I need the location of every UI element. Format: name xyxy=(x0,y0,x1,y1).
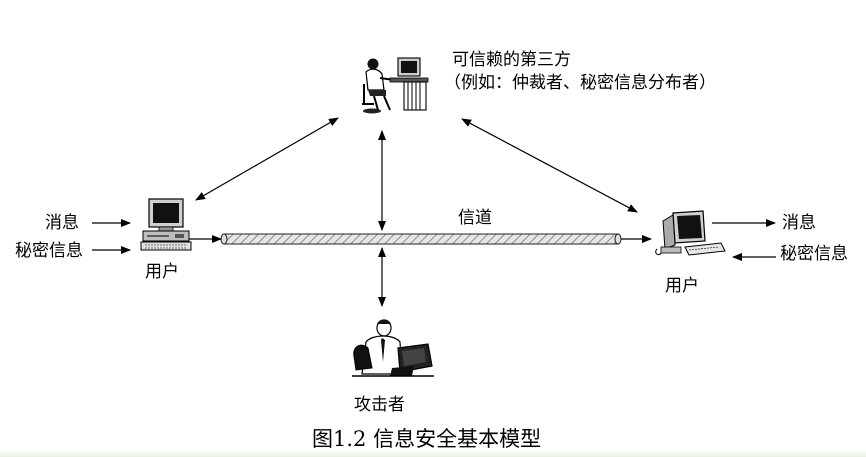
sender-label: 用户 xyxy=(145,262,179,282)
receiver-label: 用户 xyxy=(665,276,699,296)
receiver-output-message: 消息 xyxy=(782,213,816,233)
attacker-icon xyxy=(352,319,434,377)
sender-computer-icon xyxy=(140,198,192,251)
trusted-third-party-title: 可信赖的第三方 xyxy=(452,50,571,70)
receiver-input-secret: 秘密信息 xyxy=(780,244,848,264)
receiver-computer-icon xyxy=(655,210,726,256)
page-bottom-band xyxy=(0,450,866,457)
trusted-third-party-icon xyxy=(362,57,429,114)
trusted-third-party-examples: （例如：仲裁者、秘密信息分布者） xyxy=(444,73,716,93)
channel-label: 信道 xyxy=(458,208,492,228)
receiver-third-party-arrow xyxy=(461,118,638,213)
sender-input-secret: 秘密信息 xyxy=(15,241,83,261)
attacker-label: 攻击者 xyxy=(354,395,405,415)
figure-caption: 图1.2 信息安全基本模型 xyxy=(312,427,542,451)
sender-third-party-arrow xyxy=(195,117,339,201)
sender-input-message: 消息 xyxy=(45,213,79,233)
channel-pipe xyxy=(220,233,622,245)
